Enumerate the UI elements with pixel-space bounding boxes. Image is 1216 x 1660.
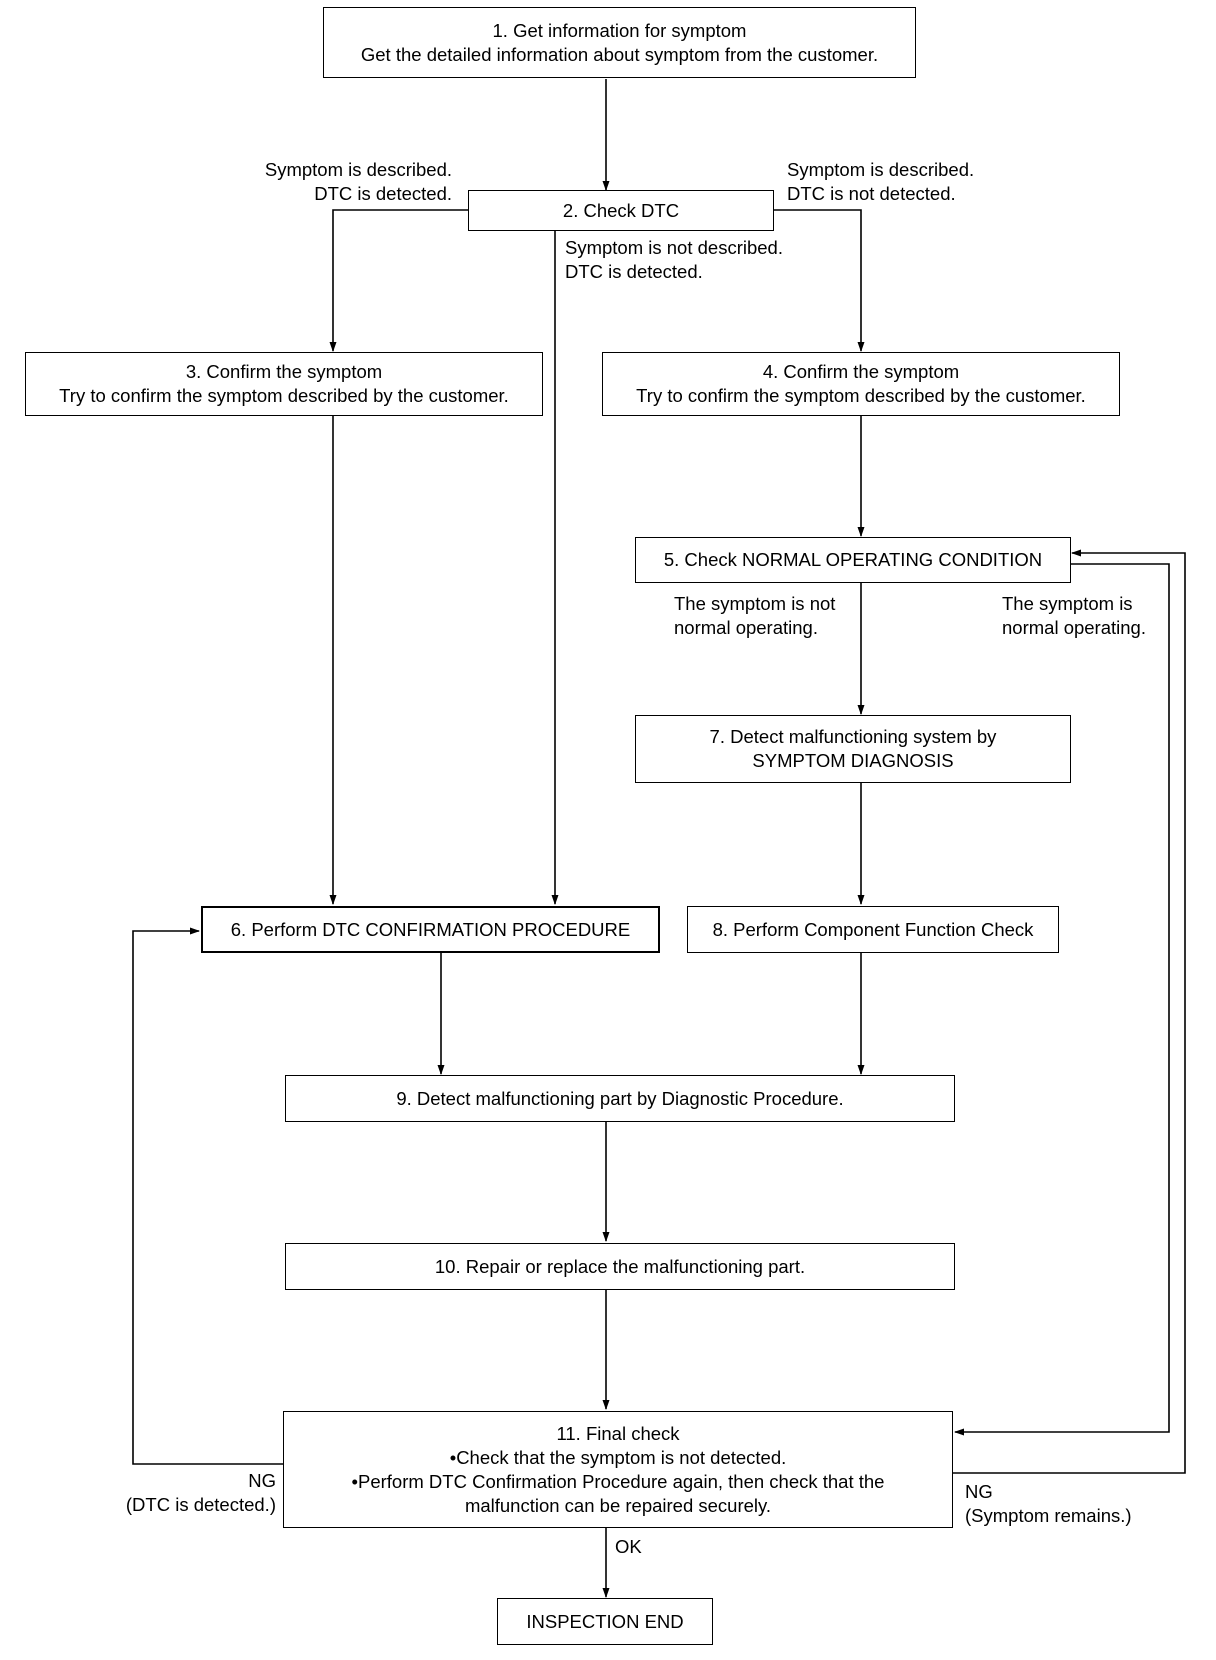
step-3-title: 3. Confirm the symptom	[185, 361, 383, 382]
step-4-title: 4. Confirm the symptom	[762, 361, 960, 382]
step-6-title: 6. Perform DTC CONFIRMATION PROCEDURE	[230, 918, 631, 940]
label-line: normal operating.	[1002, 617, 1146, 638]
step-5-normal-operating-condition-box: 5. Check NORMAL OPERATING CONDITION	[635, 537, 1071, 583]
label-line: Symptom is not described.	[565, 237, 783, 258]
arrow-2-to-3	[329, 209, 468, 352]
step-10-repair-replace-box: 10. Repair or replace the malfunctioning…	[285, 1243, 955, 1290]
step-3-description: Try to confirm the symptom described by …	[59, 385, 509, 406]
label-ok: OK	[615, 1535, 642, 1559]
arrow-2-to-4	[774, 209, 865, 352]
step-6-dtc-confirmation-procedure-box: 6. Perform DTC CONFIRMATION PROCEDURE	[201, 906, 660, 953]
label-line: OK	[615, 1536, 642, 1557]
step-9-diagnostic-procedure-box: 9. Detect malfunctioning part by Diagnos…	[285, 1075, 955, 1122]
step-9-title: 9. Detect malfunctioning part by Diagnos…	[396, 1087, 844, 1109]
step-2-check-dtc-box: 2. Check DTC	[468, 190, 774, 231]
step-11-final-check-box: 11. Final check •Check that the symptom …	[283, 1411, 953, 1528]
arrow-11-ng-to-5	[953, 549, 1186, 1474]
label-ng-dtc-detected: NG (DTC is detected.)	[98, 1469, 276, 1517]
step-10-title: 10. Repair or replace the malfunctioning…	[434, 1255, 806, 1277]
label-line: (Symptom remains.)	[965, 1505, 1132, 1526]
label-line: DTC is detected.	[314, 183, 452, 204]
label-line: Symptom is described.	[787, 159, 975, 180]
step-2-title: 2. Check DTC	[562, 199, 680, 221]
step-1-get-information-box: 1. Get information for symptom Get the d…	[323, 7, 916, 78]
label-symptom-not-normal-operating: The symptom is not normal operating.	[674, 592, 835, 640]
step-7-symptom-diagnosis-box: 7. Detect malfunctioning system by SYMPT…	[635, 715, 1071, 783]
step-8-title: 8. Perform Component Function Check	[712, 918, 1034, 940]
label-line: NG	[248, 1470, 276, 1491]
label-line: DTC is not detected.	[787, 183, 956, 204]
step-11-check-2: •Perform DTC Confirmation Procedure agai…	[351, 1470, 885, 1492]
step-1-description: Get the detailed information about sympt…	[360, 43, 879, 65]
label-symptom-not-described-dtc-detected: Symptom is not described. DTC is detecte…	[565, 236, 783, 284]
step-11-check-2-cont: malfunction can be repaired securely.	[464, 1494, 772, 1516]
step-5-title: 5. Check NORMAL OPERATING CONDITION	[663, 549, 1043, 570]
step-4-confirm-symptom-box: 4. Confirm the symptom Try to confirm th…	[602, 352, 1120, 416]
inspection-end-box: INSPECTION END	[497, 1598, 713, 1645]
label-line: NG	[965, 1481, 993, 1502]
step-4-description: Try to confirm the symptom described by …	[636, 385, 1086, 406]
step-1-title: 1. Get information for symptom	[492, 19, 747, 41]
label-symptom-normal-operating: The symptom is normal operating.	[1002, 592, 1146, 640]
step-11-check-1: •Check that the symptom is not detected.	[449, 1446, 787, 1468]
label-line: Symptom is described.	[264, 159, 452, 180]
label-symptom-described-dtc-detected: Symptom is described. DTC is detected.	[222, 158, 452, 206]
step-7-subtitle: SYMPTOM DIAGNOSIS	[752, 750, 954, 771]
arrow-5-to-11	[954, 563, 1170, 1436]
label-line: DTC is detected.	[565, 261, 703, 282]
label-line: The symptom is	[1002, 593, 1133, 614]
step-8-component-function-check-box: 8. Perform Component Function Check	[687, 906, 1059, 953]
inspection-end-title: INSPECTION END	[526, 1610, 684, 1632]
label-ng-symptom-remains: NG (Symptom remains.)	[965, 1480, 1132, 1528]
step-3-confirm-symptom-box: 3. Confirm the symptom Try to confirm th…	[25, 352, 543, 416]
label-line: (DTC is detected.)	[125, 1494, 276, 1515]
label-line: normal operating.	[674, 617, 818, 638]
step-11-title: 11. Final check	[556, 1422, 680, 1444]
label-line: The symptom is not	[674, 593, 836, 614]
arrow-11-ng-to-6	[132, 927, 284, 1465]
step-7-title: 7. Detect malfunctioning system by	[709, 726, 997, 747]
label-symptom-described-dtc-not-detected: Symptom is described. DTC is not detecte…	[787, 158, 974, 206]
